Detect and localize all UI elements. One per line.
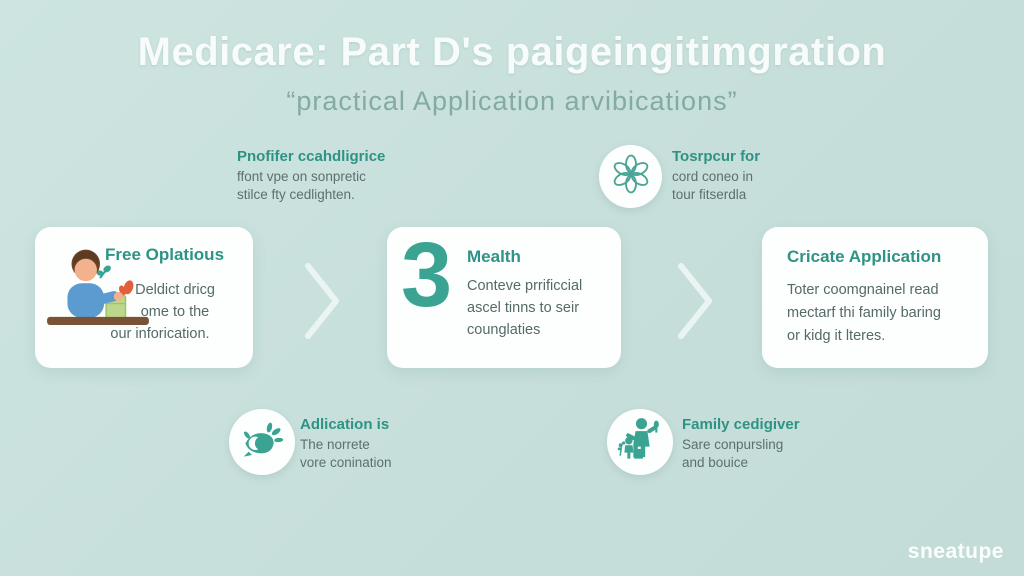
card3-line2: mectarf thi family baring: [787, 305, 941, 321]
family-icon: [614, 414, 666, 471]
card3-body: Toter coomgnainel read mectarf thi famil…: [787, 279, 977, 348]
card2-heading: Mealth: [467, 247, 521, 266]
note-bottom-right-line1: Sare conpursling: [682, 437, 784, 452]
card-mealth: 3 Mealth Conteve prrificcial ascel tinns…: [387, 227, 621, 368]
card1-line2: ome to the: [140, 304, 210, 320]
note-top-right: Tosrpcur for cord coneo in tour fitserdl…: [672, 148, 842, 204]
note-top-left-line1: ffont vpe on sonpretic: [237, 169, 366, 184]
eye-icon: [237, 415, 287, 470]
card3-line1: Toter coomgnainel read: [787, 282, 939, 298]
note-top-left: Pnofifer ccahdligrice ffont vpe on sonpr…: [237, 148, 437, 204]
card-cricate-application: Cricate Application Toter coomgnainel re…: [762, 227, 988, 368]
card-free-oplatious: Free Oplatious Deldict dricg ome to the …: [35, 227, 253, 368]
person-at-desk-illustration: [43, 239, 155, 362]
card2-number: 3: [401, 224, 453, 326]
note-bottom-right-line2: and bouice: [682, 455, 749, 470]
card3-heading: Cricate Application: [787, 247, 942, 266]
card2-line2: ascel tinns to seir: [467, 300, 580, 316]
watermark-logo: sneatupe: [907, 540, 1004, 563]
note-bottom-left-line2: vore conination: [300, 455, 392, 470]
card1-body: Deldict dricg ome to the our inforicatio…: [105, 279, 245, 345]
chevron-right-icon: [303, 262, 343, 345]
note-top-right-line1: cord coneo in: [672, 169, 754, 184]
note-bottom-right-heading: Family cedigiver: [682, 416, 800, 433]
page-subtitle: “practical Application arvibications”: [286, 86, 738, 116]
card1-heading: Free Oplatious: [105, 245, 225, 264]
note-bottom-left-heading: Adlication is: [300, 416, 390, 433]
note-top-right-heading: Tosrpcur for: [672, 148, 761, 165]
note-bottom-left-line1: The norrete: [300, 437, 370, 452]
family-icon-circle: [607, 409, 673, 475]
card2-line1: Conteve prrificcial: [467, 278, 583, 294]
note-top-left-heading: Pnofifer ccahdligrice: [237, 148, 386, 165]
page-title: Medicare: Part D's paigeingitimgration: [137, 30, 887, 74]
card1-line3: our inforication.: [110, 326, 210, 342]
note-top-right-line2: tour fitserdla: [672, 187, 747, 202]
card1-line1: Deldict dricg: [135, 282, 215, 298]
note-bottom-right: Family cedigiver Sare conpursling and bo…: [682, 416, 872, 472]
flower-icon-circle: [599, 145, 662, 208]
flower-icon: [608, 151, 654, 202]
eye-icon-circle: [229, 409, 295, 475]
note-top-left-line2: stilce fty cedlighten.: [237, 187, 355, 202]
note-bottom-left: Adlication is The norrete vore coninatio…: [300, 416, 480, 472]
card3-line3: or kidg it lteres.: [787, 328, 886, 344]
card2-body: Conteve prrificcial ascel tinns to seir …: [467, 275, 617, 341]
card2-line3: counglaties: [467, 322, 541, 338]
chevron-right-icon: [676, 262, 716, 345]
